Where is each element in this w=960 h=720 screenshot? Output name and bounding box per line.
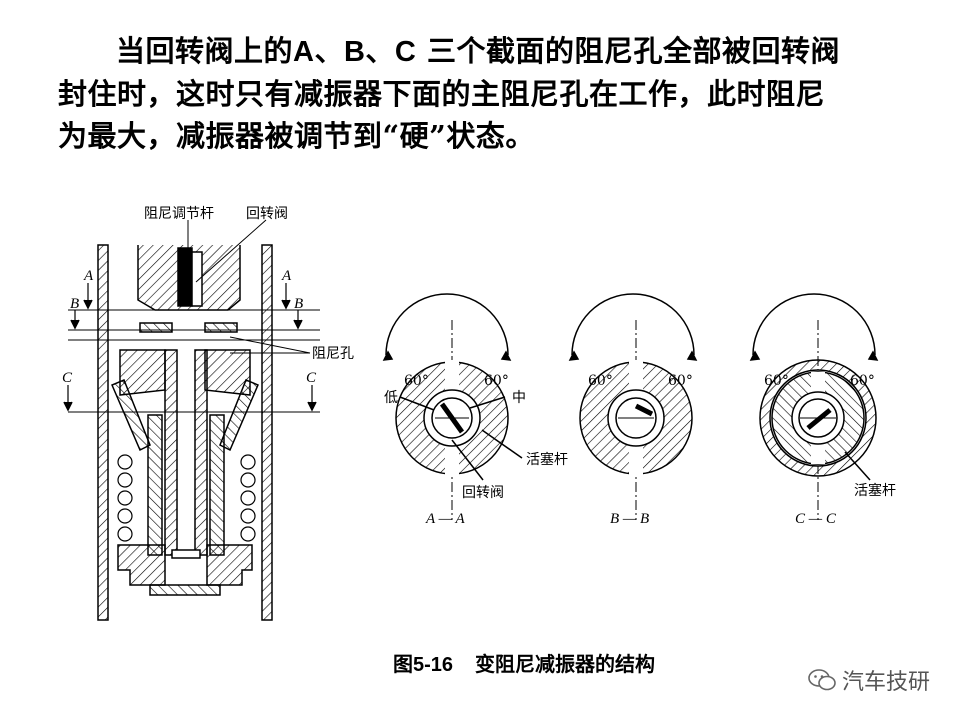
label-angle-a-left: 60°: [404, 373, 429, 389]
caption-number: 图5-16: [393, 654, 454, 676]
section-b-b: [568, 293, 698, 520]
label-sec-b-left: B: [70, 296, 79, 312]
label-view-a: A — A: [425, 511, 465, 527]
label-sec-c-right: C: [306, 370, 317, 386]
para-line1-prefix: 当回转阀上的: [116, 34, 294, 68]
para-line1-suffix: 三个截面的阻尼孔全部被回转阀: [426, 34, 840, 68]
label-sec-a-right: A: [281, 268, 292, 284]
watermark: 汽车技研: [808, 664, 930, 696]
label-low: 低: [384, 390, 398, 406]
figure-caption: 图5-16 变阻尼减振器的结构: [393, 648, 655, 677]
para-line3: 为最大，减振器被调节到“硬”状态。: [58, 119, 535, 153]
label-piston-rod-a: 活塞杆: [526, 451, 568, 468]
para-line1-abc: A、B、C: [293, 36, 417, 68]
label-damping-hole: 阻尼孔: [312, 346, 354, 362]
caption-title: 变阻尼减振器的结构: [475, 652, 656, 676]
label-view-c: C — C: [795, 511, 837, 527]
label-angle-a-right: 60°: [484, 373, 509, 389]
wechat-icon: [808, 669, 836, 691]
label-view-b: B — B: [610, 511, 649, 527]
para-line2: 封住时，这时只有减振器下面的主阻尼孔在工作，此时阻尼: [58, 77, 826, 111]
damper-structure-figure: 阻尼调节杆 回转阀 阻尼孔 A B C A B C 60° 60° 低 中 活塞…: [62, 206, 896, 621]
label-angle-c-right: 60°: [850, 373, 875, 389]
label-angle-b-left: 60°: [588, 373, 613, 389]
watermark-text: 汽车技研: [842, 670, 931, 695]
label-angle-c-left: 60°: [764, 373, 789, 389]
body-paragraph: 当回转阀上的A、B、C 三个截面的阻尼孔全部被回转阀 封住时，这时只有减振器下面…: [58, 30, 918, 157]
label-adjusting-rod: 阻尼调节杆: [144, 206, 214, 222]
label-rotary-valve-top: 回转阀: [246, 206, 288, 222]
label-sec-a-left: A: [83, 268, 94, 284]
label-mid: 中: [512, 390, 526, 406]
damper-longitudinal-section: [63, 219, 320, 621]
label-angle-b-right: 60°: [668, 373, 693, 389]
section-a-a: [382, 293, 523, 520]
section-c-c: [749, 293, 879, 520]
label-sec-b-right: B: [294, 296, 303, 312]
label-sec-c-left: C: [62, 370, 73, 386]
label-piston-rod-c: 活塞杆: [854, 482, 896, 499]
label-rotary-valve-a: 回转阀: [462, 485, 504, 501]
